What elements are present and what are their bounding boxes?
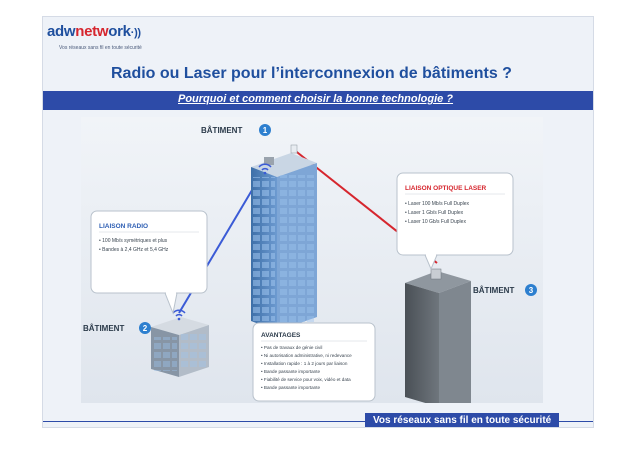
building-3-label: BÂTIMENT 3 xyxy=(473,284,537,296)
advantages-heading: AVANTAGES xyxy=(261,332,301,339)
laser-callout-item: • Laser 1 Gb/s Full Duplex xyxy=(405,210,464,216)
building-2-number: 2 xyxy=(143,324,148,333)
building-3-badge xyxy=(525,284,537,296)
wifi-icon xyxy=(258,163,272,175)
advantages-item: • Bande passante importante xyxy=(261,385,321,390)
radio-info-callout: LIAISON RADIO • 100 Mb/s symétriques et … xyxy=(90,210,208,315)
laser-device-icon xyxy=(430,268,442,280)
logo-wordmark: adwnetwork·)) xyxy=(47,23,141,40)
logo-part-adw: adw xyxy=(47,23,76,40)
building-3-title: BÂTIMENT xyxy=(473,286,514,295)
radio-callout-item: • Bandes à 2,4 GHz et 5,4 GHz xyxy=(99,247,169,253)
building-1-label: BÂTIMENT 1 xyxy=(201,124,271,136)
laser-device-icon xyxy=(290,144,298,154)
building-1-title: BÂTIMENT xyxy=(201,126,242,135)
building-3-number: 3 xyxy=(529,286,534,295)
laser-callout-heading: LIAISON OPTIQUE LASER xyxy=(405,185,487,192)
footer-tagline: Vos réseaux sans fil en toute sécurité xyxy=(365,413,560,427)
footer-line xyxy=(43,421,593,422)
advantages-item: • Fiabilité de service pour voix, vidéo … xyxy=(261,377,351,382)
building-1 xyxy=(251,144,317,331)
radio-callout-heading: LIAISON RADIO xyxy=(99,223,148,230)
building-3 xyxy=(405,268,471,403)
advantages-item: • Ni autorisation administrative, ni red… xyxy=(261,353,352,358)
radio-callout-item: • 100 Mb/s symétriques et plus xyxy=(99,238,168,244)
slide-subtitle: Pourquoi et comment choisir la bonne tec… xyxy=(178,93,454,105)
slide-title: Radio ou Laser pour l’interconnexion de … xyxy=(111,65,512,82)
slide: adwnetwork·)) Vos réseaux sans fil en to… xyxy=(42,16,594,428)
advantages-callout: AVANTAGES • Pas de travaux de génie civi… xyxy=(252,322,376,402)
building-1-number: 1 xyxy=(263,126,268,135)
logo-part-netw: netw xyxy=(75,23,109,40)
advantages-item: • Pas de travaux de génie civil xyxy=(261,345,322,350)
building-2 xyxy=(151,317,209,377)
laser-callout-item: • Laser 100 Mb/s Full Duplex xyxy=(405,201,470,207)
adw-network-logo: adwnetwork·)) Vos réseaux sans fil en to… xyxy=(47,23,155,63)
logo-tagline: Vos réseaux sans fil en toute sécurité xyxy=(59,45,142,51)
laser-callout-item: • Laser 10 Gb/s Full Duplex xyxy=(405,219,466,225)
logo-part-ork: ork xyxy=(108,23,131,40)
building-1-badge xyxy=(259,124,271,136)
buildings-illustration: BÂTIMENT 1 BÂTIMENT 2 BÂTIMENT 3 xyxy=(81,117,543,403)
building-2-title: BÂTIMENT xyxy=(83,324,124,333)
logo-signal-symbol: ·)) xyxy=(130,27,141,39)
advantages-item: • Bande passante importante xyxy=(261,369,321,374)
advantages-item: • Installation rapide : 1 à 2 jours par … xyxy=(261,361,348,366)
building-2-label: BÂTIMENT 2 xyxy=(83,322,151,334)
subtitle-bar: Pourquoi et comment choisir la bonne tec… xyxy=(43,91,593,110)
laser-info-callout: LIAISON OPTIQUE LASER • Laser 100 Mb/s F… xyxy=(396,172,514,271)
illustration-svg: BÂTIMENT 1 BÂTIMENT 2 BÂTIMENT 3 xyxy=(81,117,543,403)
building-2-badge xyxy=(139,322,151,334)
